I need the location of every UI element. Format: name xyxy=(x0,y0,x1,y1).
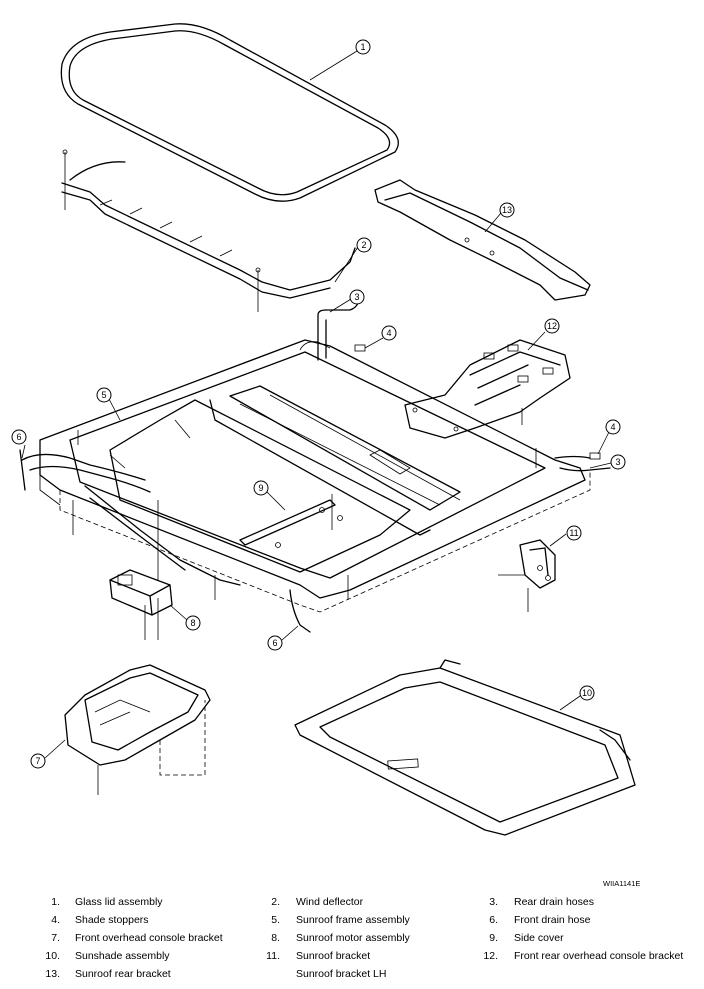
legend-num: 13. xyxy=(45,968,60,980)
legend-num: 11. xyxy=(266,950,280,962)
fastener-bolts xyxy=(72,419,537,600)
svg-text:13: 13 xyxy=(502,205,512,215)
svg-text:2: 2 xyxy=(361,240,366,250)
legend-num: 4. xyxy=(51,914,60,926)
callout-12: 12 xyxy=(544,318,560,334)
callout-11: 11 xyxy=(566,525,582,541)
legend-num: 10. xyxy=(45,950,60,962)
legend-num: 1. xyxy=(51,896,60,908)
legend-text: Sunroof rear bracket xyxy=(75,968,171,980)
sunroof-rear-bracket xyxy=(374,179,591,301)
svg-text:1: 1 xyxy=(360,42,365,52)
sunshade-assembly xyxy=(294,659,636,836)
svg-text:12: 12 xyxy=(547,321,557,331)
legend-num: 7. xyxy=(51,932,60,944)
callout-7: 7 xyxy=(30,753,46,769)
svg-text:6: 6 xyxy=(272,638,277,648)
callout-13: 13 xyxy=(499,202,515,218)
legend-text: Rear drain hoses xyxy=(514,896,594,908)
callout-10: 10 xyxy=(579,685,595,701)
svg-text:7: 7 xyxy=(35,756,40,766)
legend-text: Front drain hose xyxy=(514,914,591,926)
wind-deflector xyxy=(61,149,356,312)
front-drain-hose xyxy=(19,449,311,633)
legend-num: 2. xyxy=(271,896,280,908)
svg-text:8: 8 xyxy=(190,618,195,628)
legend-text: Side cover xyxy=(514,932,564,944)
svg-text:5: 5 xyxy=(101,390,106,400)
callout-4-right: 4 xyxy=(605,419,621,435)
callout-6-bottom: 6 xyxy=(267,635,283,651)
callout-1: 1 xyxy=(355,39,371,55)
callout-3-right: 3 xyxy=(610,454,626,470)
callout-9: 9 xyxy=(253,480,269,496)
sunroof-exploded-diagram: 1 2 3 3 4 4 5 6 6 7 8 9 10 11 12 13 xyxy=(11,23,636,836)
svg-text:10: 10 xyxy=(582,688,592,698)
callout-4-top: 4 xyxy=(381,325,397,341)
glass-lid-assembly xyxy=(60,23,399,202)
callout-8: 8 xyxy=(185,615,201,631)
legend-text: Sunshade assembly xyxy=(75,950,170,962)
sunroof-bracket xyxy=(498,539,556,612)
sunroof-motor-assembly xyxy=(109,500,173,640)
svg-text:6: 6 xyxy=(16,432,21,442)
legend-num: 5. xyxy=(271,914,280,926)
front-overhead-console-bracket xyxy=(64,664,211,795)
front-rear-overhead-console-bracket xyxy=(404,339,571,439)
svg-text:3: 3 xyxy=(615,457,620,467)
callout-3-top: 3 xyxy=(349,289,365,305)
svg-text:3: 3 xyxy=(354,292,359,302)
svg-text:9: 9 xyxy=(258,483,263,493)
legend-text: Sunroof bracket xyxy=(296,950,371,962)
figure-code: WIIA1141E xyxy=(603,879,641,888)
legend-text: Sunroof frame assembly xyxy=(296,914,410,926)
legend-text: Wind deflector xyxy=(296,896,364,908)
legend-num: 8. xyxy=(271,932,280,944)
legend-text: Sunroof motor assembly xyxy=(296,932,410,944)
svg-text:4: 4 xyxy=(610,422,615,432)
legend-num: 12. xyxy=(483,950,498,962)
svg-text:11: 11 xyxy=(569,528,578,538)
legend-text: Front rear overhead console bracket xyxy=(514,950,684,962)
side-cover xyxy=(239,494,343,548)
legend-num: 9. xyxy=(489,932,498,944)
legend-text: Sunroof bracket LH xyxy=(296,968,387,980)
legend-text: Shade stoppers xyxy=(75,914,149,926)
sunroof-frame-assembly xyxy=(21,339,591,613)
callout-6-left: 6 xyxy=(11,429,27,445)
rear-drain-hoses xyxy=(317,302,611,472)
legend-num: 6. xyxy=(489,914,498,926)
callout-2: 2 xyxy=(356,237,372,253)
shade-stoppers xyxy=(354,337,601,460)
callout-5: 5 xyxy=(96,387,112,403)
callout-leaders xyxy=(21,50,612,759)
legend-text: Glass lid assembly xyxy=(75,896,163,908)
legend-num: 3. xyxy=(489,896,498,908)
legend-text: Front overhead console bracket xyxy=(75,932,223,944)
svg-text:4: 4 xyxy=(386,328,391,338)
